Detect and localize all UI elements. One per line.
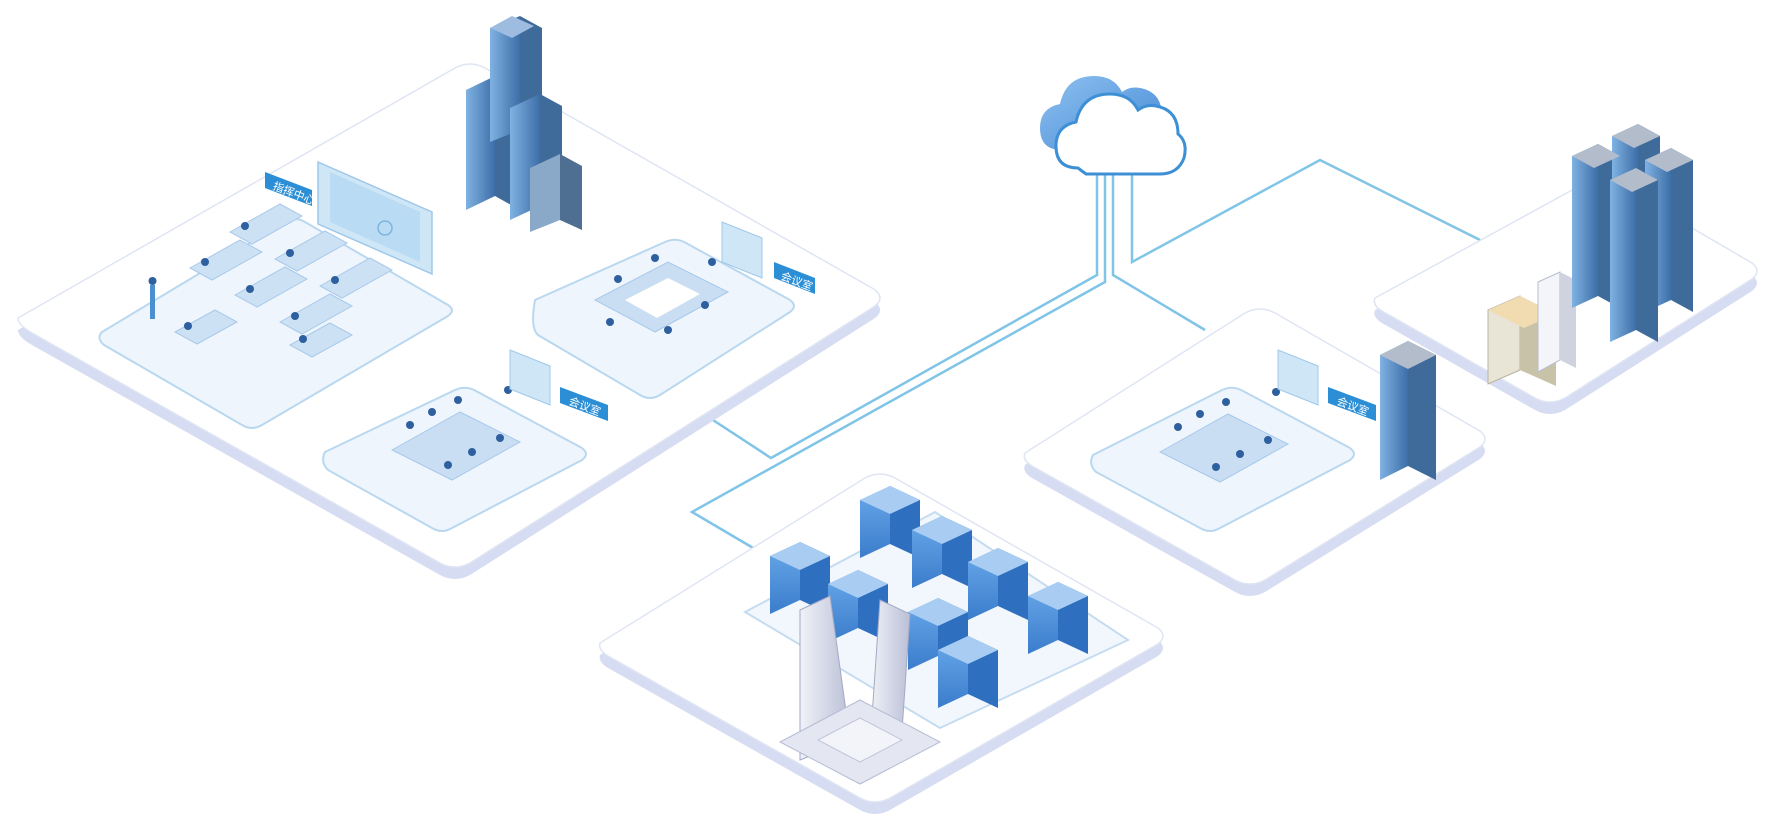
- command-center-room: 指挥中心: [98, 160, 453, 429]
- link-cloud-to-datacenter: [689, 165, 1099, 460]
- platform-headquarters: 指挥中心: [17, 16, 881, 579]
- display-screen-icon: [317, 160, 433, 276]
- people-desk-icon: [148, 222, 339, 343]
- network-links: [689, 158, 1481, 554]
- server-rack-icon: [938, 636, 998, 708]
- display-screen-icon: [721, 221, 763, 279]
- office-tower-icon: [466, 16, 582, 232]
- apartment-building-icon: [1487, 271, 1576, 386]
- server-rack-icon: [1028, 582, 1088, 654]
- server-rack-icon: [828, 570, 888, 642]
- server-rack-group: [770, 486, 1088, 708]
- people-desk-icon: [1174, 388, 1280, 471]
- link-cloud-to-office: [1111, 165, 1206, 332]
- display-screen-icon: [509, 349, 551, 406]
- platform-branch-office: 会议室: [1023, 308, 1486, 596]
- server-rack-icon: [968, 548, 1028, 620]
- twin-tower-icon: [778, 595, 942, 785]
- meeting-room-a: 会议室: [532, 221, 815, 399]
- office-tower-icon: [1572, 124, 1693, 342]
- office-tower-icon: [1380, 341, 1436, 480]
- cloud-icon: [1040, 76, 1187, 176]
- people-desk-icon: [606, 254, 716, 334]
- platform-tower-campus: [1373, 124, 1758, 414]
- workstation-desks: [173, 203, 394, 358]
- link-cloud-to-towers: [1130, 158, 1481, 265]
- display-screen-icon: [1277, 349, 1319, 406]
- server-rack-icon: [770, 542, 830, 614]
- server-rack-icon: [912, 516, 972, 588]
- link-cloud-to-bottom-left: [689, 165, 1107, 554]
- platform-datacenter: [598, 473, 1164, 814]
- meeting-room-b: 会议室: [322, 349, 608, 532]
